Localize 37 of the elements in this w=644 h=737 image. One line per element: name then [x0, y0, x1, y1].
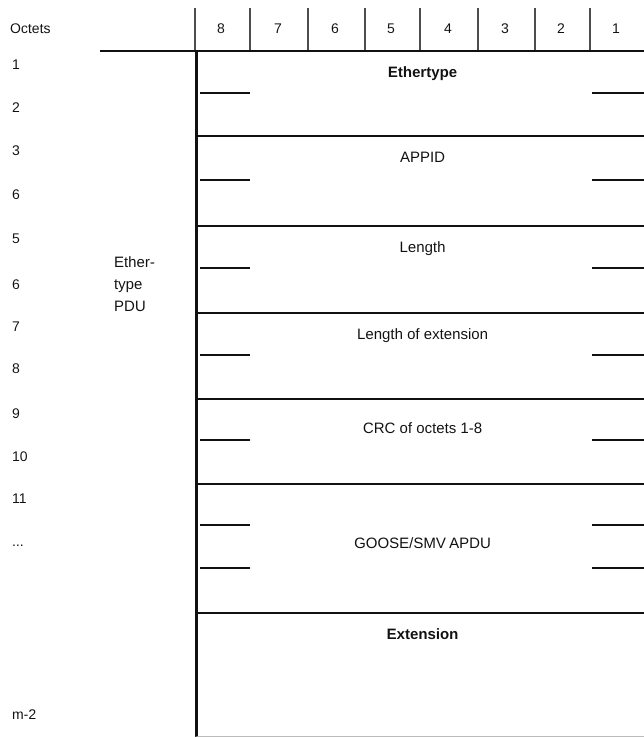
field-box [195, 483, 644, 612]
field-box [195, 135, 644, 225]
octet-number: 8 [12, 360, 20, 376]
field-name: APPID [398, 149, 446, 166]
column-heading: Octets [10, 20, 50, 36]
octet-number: m-2 [12, 706, 36, 722]
field-name: CRC of octets 1-8 [362, 419, 484, 439]
field-name: GOOSE/SMV APDU [353, 535, 492, 552]
octet-number: 10 [12, 448, 28, 464]
octet-number: 3 [12, 142, 20, 158]
octet-number: 6 [12, 276, 20, 292]
octet-number: 5 [12, 230, 20, 246]
octet-number: 6 [12, 186, 20, 202]
field-box [195, 612, 644, 737]
octet-number: 1 [12, 56, 20, 72]
octet-number: 11 [12, 490, 27, 506]
bit-number: 7 [274, 20, 282, 36]
bit-number: 4 [444, 20, 452, 36]
octet-number: 7 [12, 318, 20, 334]
field-name: Length of extension [356, 326, 489, 343]
bit-number: 8 [217, 20, 225, 36]
bit-number: 3 [501, 20, 509, 36]
octet-number: 2 [12, 99, 20, 115]
octet-number: 9 [12, 405, 20, 421]
field-box [195, 225, 644, 312]
band-label: Ether-type PDU [114, 253, 156, 317]
field-name: Extension [386, 626, 460, 643]
bit-number: 2 [557, 20, 565, 36]
bit-number: 1 [612, 20, 620, 36]
field-name: Length [398, 239, 446, 256]
field-name: Ethertype [386, 64, 458, 81]
field-box [195, 312, 644, 398]
octet-number: ... [12, 533, 24, 549]
bit-number: 5 [387, 20, 395, 36]
field-box [195, 50, 644, 135]
bit-number: 6 [331, 20, 339, 36]
field-box [195, 398, 644, 483]
